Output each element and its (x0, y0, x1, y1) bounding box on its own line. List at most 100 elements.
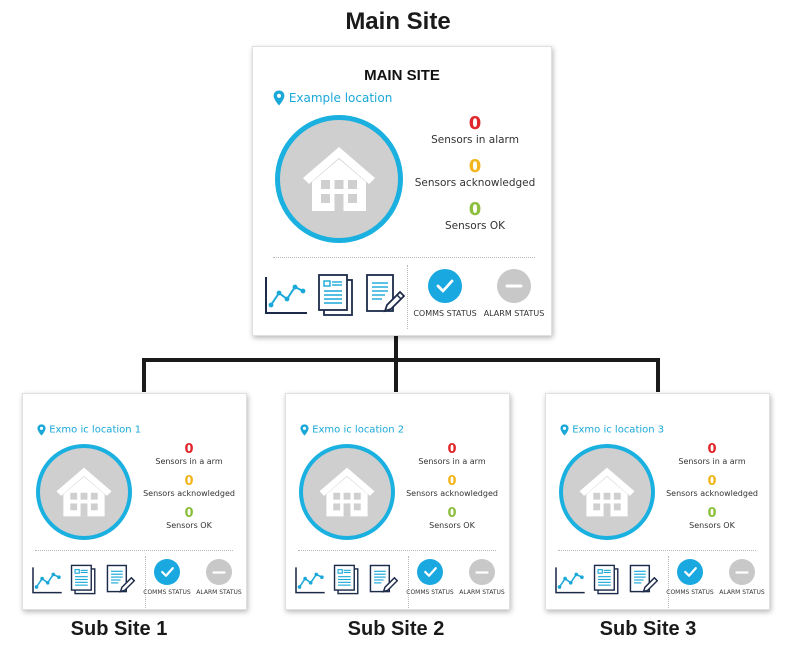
stat-sensors-ok: 0 Sensors OK (394, 506, 509, 530)
alarm-status-label: ALARM STATUS (483, 309, 545, 318)
map-pin-icon (37, 424, 46, 436)
sub-site-card-1[interactable]: Exmo ic location 1 0 Sensors in a arm 0 … (22, 393, 247, 610)
line-chart-icon[interactable] (553, 566, 587, 594)
stat-value: 0 (707, 474, 717, 489)
divider (298, 550, 496, 551)
document-icon[interactable] (593, 564, 620, 595)
comms-status-label: COMMS STATUS (666, 589, 714, 596)
document-icon[interactable] (317, 273, 355, 317)
checkmark-icon (428, 269, 462, 303)
checkmark-icon (417, 559, 443, 585)
main-site-card[interactable]: MAIN SITE Example location 0 Sensors in … (252, 46, 552, 336)
stat-sensors-ok: 0 Sensors OK (405, 199, 545, 232)
site-location[interactable]: Exmo ic location 2 (300, 424, 404, 436)
divider (145, 556, 146, 608)
stat-sensors-acknowledged: 0 Sensors acknowledged (394, 474, 509, 498)
sub-site-card-2[interactable]: Exmo ic location 2 0 Sensors in a arm 0 … (285, 393, 510, 610)
stat-value: 0 (184, 474, 194, 489)
comms-status-label: COMMS STATUS (406, 589, 454, 596)
checkmark-icon (154, 559, 180, 585)
stat-sensors-ok: 0 Sensors OK (654, 506, 769, 530)
sub-site-card-3[interactable]: Exmo ic location 3 0 Sensors in a arm 0 … (545, 393, 770, 610)
site-title: MAIN SITE (364, 67, 440, 84)
stat-sensors-acknowledged: 0 Sensors acknowledged (131, 474, 246, 498)
stat-label: Sensors acknowledged (406, 489, 498, 498)
sub-site-heading-2: Sub Site 2 (347, 618, 445, 640)
stat-value: 0 (707, 442, 717, 457)
minus-icon (469, 559, 495, 585)
alarm-status-label: ALARM STATUS (196, 589, 242, 596)
stat-label: Sensors OK (445, 220, 505, 232)
stat-label: Sensors in a arm (155, 457, 223, 466)
sub-site-heading-1: Sub Site 1 (70, 618, 168, 640)
alarm-status-label: ALARM STATUS (459, 589, 505, 596)
line-chart-icon[interactable] (293, 566, 327, 594)
stat-label: Sensors OK (689, 521, 735, 530)
line-chart-icon[interactable] (263, 275, 309, 315)
house-icon (303, 147, 375, 211)
stat-value: 0 (447, 506, 457, 521)
stat-value: 0 (468, 113, 482, 134)
site-location-label: Exmo ic location 3 (572, 424, 665, 436)
stat-sensors-in-alarm: 0 Sensors in alarm (405, 113, 545, 146)
site-image[interactable] (275, 115, 403, 243)
minus-icon (206, 559, 232, 585)
comms-status-label: COMMS STATUS (413, 309, 477, 318)
connector-drop-2 (394, 358, 398, 392)
alarm-status-label: ALARM STATUS (719, 589, 765, 596)
site-location-label: Exmo ic location 2 (312, 424, 405, 436)
stat-label: Sensors acknowledged (666, 489, 758, 498)
divider (408, 556, 409, 608)
document-icon[interactable] (70, 564, 97, 595)
divider (558, 550, 756, 551)
comms-status-button[interactable]: COMMS STATUS (409, 269, 481, 318)
map-pin-icon (560, 424, 569, 436)
alarm-status-button[interactable]: ALARM STATUS (714, 559, 769, 596)
stat-value: 0 (447, 442, 457, 457)
comms-status-button[interactable]: COMMS STATUS (139, 559, 195, 596)
sub-site-heading-3: Sub Site 3 (599, 618, 697, 640)
checkmark-icon (677, 559, 703, 585)
connector-drop-1 (142, 358, 146, 392)
stat-label: Sensors acknowledged (414, 177, 536, 189)
connector-trunk (394, 336, 398, 362)
stat-label: Sensors OK (166, 521, 212, 530)
site-location[interactable]: Exmo ic location 1 (37, 424, 141, 436)
alarm-status-button[interactable]: ALARM STATUS (191, 559, 246, 596)
map-pin-icon (300, 424, 309, 436)
site-location[interactable]: Example location (273, 90, 392, 106)
edit-document-icon[interactable] (369, 564, 398, 596)
stat-label: Sensors OK (429, 521, 475, 530)
connector-drop-3 (656, 358, 660, 392)
stat-label: Sensors in a arm (418, 457, 486, 466)
comms-status-label: COMMS STATUS (143, 589, 191, 596)
stat-value: 0 (184, 442, 194, 457)
stat-value: 0 (707, 506, 717, 521)
site-location-label: Exmo ic location 1 (49, 424, 142, 436)
alarm-status-button[interactable]: ALARM STATUS (479, 269, 549, 318)
alarm-status-button[interactable]: ALARM STATUS (454, 559, 509, 596)
divider (273, 257, 535, 258)
stat-sensors-acknowledged: 0 Sensors acknowledged (654, 474, 769, 498)
comms-status-button[interactable]: COMMS STATUS (662, 559, 718, 596)
stat-sensors-in-alarm: 0 Sensors in a arm (131, 442, 246, 466)
site-location[interactable]: Exmo ic location 3 (560, 424, 664, 436)
house-icon (579, 467, 635, 517)
line-chart-icon[interactable] (30, 566, 64, 594)
divider (407, 265, 408, 329)
stat-value: 0 (184, 506, 194, 521)
connector-bus (142, 358, 660, 362)
edit-document-icon[interactable] (106, 564, 135, 596)
site-image[interactable] (36, 444, 132, 540)
comms-status-button[interactable]: COMMS STATUS (402, 559, 458, 596)
document-icon[interactable] (333, 564, 360, 595)
edit-document-icon[interactable] (629, 564, 658, 596)
edit-document-icon[interactable] (365, 273, 405, 317)
minus-icon (729, 559, 755, 585)
minus-icon (497, 269, 531, 303)
stat-sensors-ok: 0 Sensors OK (131, 506, 246, 530)
stat-sensors-in-alarm: 0 Sensors in a arm (394, 442, 509, 466)
site-image[interactable] (559, 444, 655, 540)
site-image[interactable] (299, 444, 395, 540)
stat-label: Sensors acknowledged (143, 489, 235, 498)
